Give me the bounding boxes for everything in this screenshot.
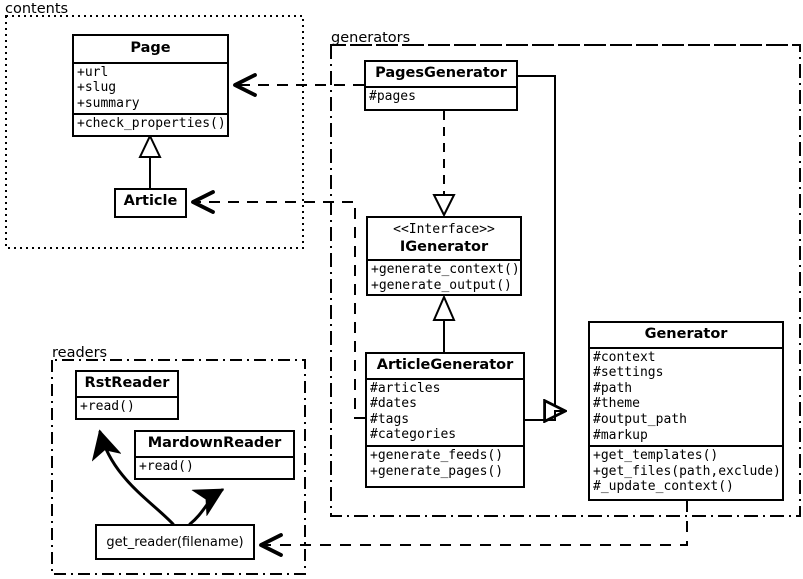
class-rst-reader-methods: +read() xyxy=(77,398,177,417)
attribute: +url xyxy=(77,64,109,80)
method: +generate_pages() xyxy=(370,463,504,479)
relationship-pagesgenerator-realizes-igenerator xyxy=(432,111,456,218)
attribute: #markup xyxy=(593,427,648,443)
class-page-attributes: +url +slug +summary xyxy=(74,64,227,116)
method: #_update_context() xyxy=(593,479,734,495)
attribute: +summary xyxy=(77,95,140,111)
function-box-get-reader[interactable]: get_reader(filename) xyxy=(95,524,255,560)
class-igenerator-name: IGenerator xyxy=(399,238,489,255)
package-label-generators: generators xyxy=(331,30,411,46)
attribute: #pages xyxy=(369,88,416,104)
class-mardown-reader-methods: +read() xyxy=(136,458,293,477)
class-page-header: Page xyxy=(74,36,227,64)
package-label-contents: contents xyxy=(5,1,69,17)
class-igenerator-header: <<Interface>> IGenerator xyxy=(368,218,520,262)
class-box-article[interactable]: Article xyxy=(114,188,187,218)
relationship-articlegenerator-uses-article xyxy=(191,190,365,419)
attribute: #tags xyxy=(370,411,410,427)
package-border-contents xyxy=(5,15,304,249)
class-igenerator-methods: +generate_context() +generate_output() xyxy=(368,261,520,295)
relationship-article-inherits-page xyxy=(138,133,162,188)
class-box-igenerator[interactable]: <<Interface>> IGenerator +generate_conte… xyxy=(366,216,522,296)
class-box-pages-generator[interactable]: PagesGenerator #pages xyxy=(364,60,518,111)
class-generator-attributes: #context #settings #path #theme #output_… xyxy=(590,349,782,448)
relationship-articlegenerator-to-generator xyxy=(525,410,566,421)
package-border-readers xyxy=(51,359,306,575)
class-generator-header: Generator xyxy=(590,323,782,349)
method: +read() xyxy=(80,398,135,414)
class-pages-generator-header: PagesGenerator xyxy=(366,62,516,88)
class-box-page[interactable]: Page +url +slug +summary +check_properti… xyxy=(72,34,229,137)
class-article-header: Article xyxy=(116,190,185,213)
attribute: #dates xyxy=(370,396,417,412)
class-article-generator-header: ArticleGenerator xyxy=(367,354,523,380)
relationship-articlegenerator-inherits-igenerator xyxy=(432,294,456,352)
class-box-generator[interactable]: Generator #context #settings #path #them… xyxy=(588,321,784,501)
class-box-mardown-reader[interactable]: MardownReader +read() xyxy=(134,430,295,480)
class-page-name: Page xyxy=(130,40,171,56)
relationship-generator-uses-get-reader xyxy=(259,501,688,557)
package-label-readers: readers xyxy=(52,345,108,361)
attribute: #articles xyxy=(370,380,441,396)
attribute: #output_path xyxy=(593,412,687,428)
class-mardown-reader-name: MardownReader xyxy=(147,435,282,451)
method: +get_templates() xyxy=(593,448,719,464)
class-rst-reader-header: RstReader xyxy=(77,372,177,398)
class-box-article-generator[interactable]: ArticleGenerator #articles #dates #tags … xyxy=(365,352,525,488)
attribute: #categories xyxy=(370,427,457,443)
method: +generate_feeds() xyxy=(370,448,504,464)
class-igenerator-title: <<Interface>> IGenerator xyxy=(368,218,520,259)
class-rst-reader-name: RstReader xyxy=(84,375,170,391)
attribute: #settings xyxy=(593,365,664,381)
relationship-get-reader-returns-mardownreader xyxy=(188,488,222,526)
attribute: #path xyxy=(593,380,633,396)
package-border-generators xyxy=(330,44,801,517)
class-page-methods: +check_properties() xyxy=(74,115,227,134)
class-generator-name: Generator xyxy=(644,326,728,342)
method: +generate_context() xyxy=(371,262,520,278)
class-article-generator-methods: +generate_feeds() +generate_pages() xyxy=(367,447,523,481)
class-article-generator-name: ArticleGenerator xyxy=(376,357,514,373)
method: +check_properties() xyxy=(77,116,226,132)
class-article-name: Article xyxy=(123,193,178,209)
class-box-rst-reader[interactable]: RstReader +read() xyxy=(75,370,179,420)
method: +read() xyxy=(139,458,194,474)
relationship-pagesgenerator-to-generator xyxy=(518,75,566,411)
class-pages-generator-attributes: #pages xyxy=(366,88,516,107)
class-igenerator-stereotype: <<Interface>> xyxy=(393,222,495,237)
class-pages-generator-name: PagesGenerator xyxy=(375,65,507,81)
relationship-get-reader-returns-rstreader xyxy=(100,432,175,526)
method: +get_files(path,exclude) xyxy=(593,463,781,479)
attribute: +slug xyxy=(77,80,117,96)
attribute: #context xyxy=(593,349,656,365)
attribute: #theme xyxy=(593,396,640,412)
function-get-reader-label: get_reader(filename) xyxy=(106,534,244,550)
method: +generate_output() xyxy=(371,277,512,293)
class-mardown-reader-header: MardownReader xyxy=(136,432,293,458)
class-article-generator-attributes: #articles #dates #tags #categories xyxy=(367,380,523,448)
class-generator-methods: +get_templates() +get_files(path,exclude… xyxy=(590,447,782,497)
